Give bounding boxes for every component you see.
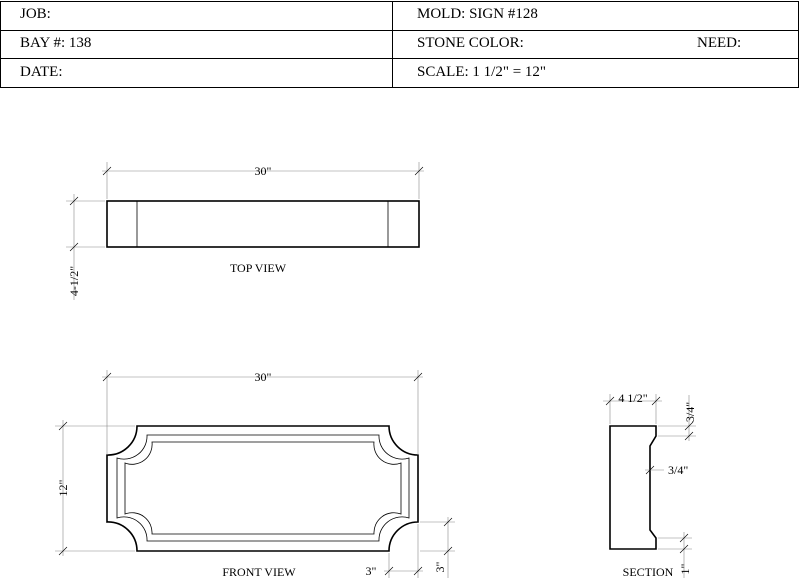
section-depth-tick-left (605, 396, 615, 406)
section-top-step-tick-bottom (684, 431, 694, 441)
bay-field: BAY #: 138 (20, 35, 92, 51)
title-block: JOB: MOLD: SIGN #128 BAY #: 138 STONE CO… (0, 0, 800, 88)
section-view: 4 1/2" 3/4" 3/4" 1" SECTION (603, 391, 697, 579)
front-view-bevel-outer (116, 434, 410, 542)
top-view-width-tick-right (414, 166, 424, 176)
top-view-depth-label: 4-1/2" (67, 266, 81, 296)
section-depth-tick-right (651, 396, 661, 406)
front-view-outline (106, 425, 419, 552)
section-profile (609, 425, 657, 550)
title-block-border-left (0, 1, 1, 87)
section-bottom-label: 1" (678, 563, 692, 574)
top-view-width-label: 30" (255, 164, 272, 178)
section-label: SECTION (623, 565, 674, 579)
front-view-height-tick-bottom (58, 546, 68, 556)
title-block-row-divider-1 (0, 30, 799, 31)
corner-v-label: 3" (433, 561, 447, 572)
title-block-column-divider (392, 1, 393, 87)
title-block-border-top (0, 1, 799, 2)
date-field: DATE: (20, 64, 63, 80)
front-view-width-label: 30" (255, 370, 272, 384)
corner-h-tick-left (384, 566, 394, 576)
section-recess-tick (645, 465, 655, 475)
front-view-height-label: 12" (56, 479, 70, 496)
scale-field: SCALE: 1 1/2" = 12" (417, 64, 547, 80)
top-view-depth-tick-bottom (69, 242, 79, 252)
section-bottom-tick-top (679, 533, 689, 543)
top-view-outline (106, 200, 420, 248)
stone-color-field: STONE COLOR: (417, 35, 524, 51)
corner-h-tick-right (413, 566, 423, 576)
section-top-step-label: 3/4" (683, 402, 697, 422)
corner-v-tick-top (443, 517, 453, 527)
section-recess-label: 3/4" (668, 463, 688, 477)
need-field: NEED: (697, 35, 742, 51)
job-field: JOB: (20, 6, 51, 22)
front-view-height-tick-top (58, 421, 68, 431)
title-block-row-divider-2 (0, 58, 799, 59)
front-view: 30" 12" 3" 3" FRONT VIEW (55, 370, 455, 579)
title-block-border-bottom (0, 87, 799, 88)
section-bottom-tick-bottom (679, 544, 689, 554)
top-view-width-tick-left (102, 166, 112, 176)
front-view-width-tick-right (413, 372, 423, 382)
corner-v-tick-bottom (443, 546, 453, 556)
mold-field: MOLD: SIGN #128 (417, 6, 538, 22)
title-block-border-right (798, 1, 799, 87)
section-top-step-tick-top (684, 421, 694, 431)
section-depth-label: 4 1/2" (618, 391, 647, 405)
front-view-width-tick-left (102, 372, 112, 382)
corner-h-label: 3" (366, 564, 377, 578)
front-view-bevel-inner (124, 441, 402, 535)
top-view: 30" 4-1/2" TOP VIEW (66, 162, 424, 300)
front-view-label: FRONT VIEW (222, 565, 296, 579)
top-view-depth-tick-top (69, 196, 79, 206)
top-view-label: TOP VIEW (230, 261, 287, 275)
